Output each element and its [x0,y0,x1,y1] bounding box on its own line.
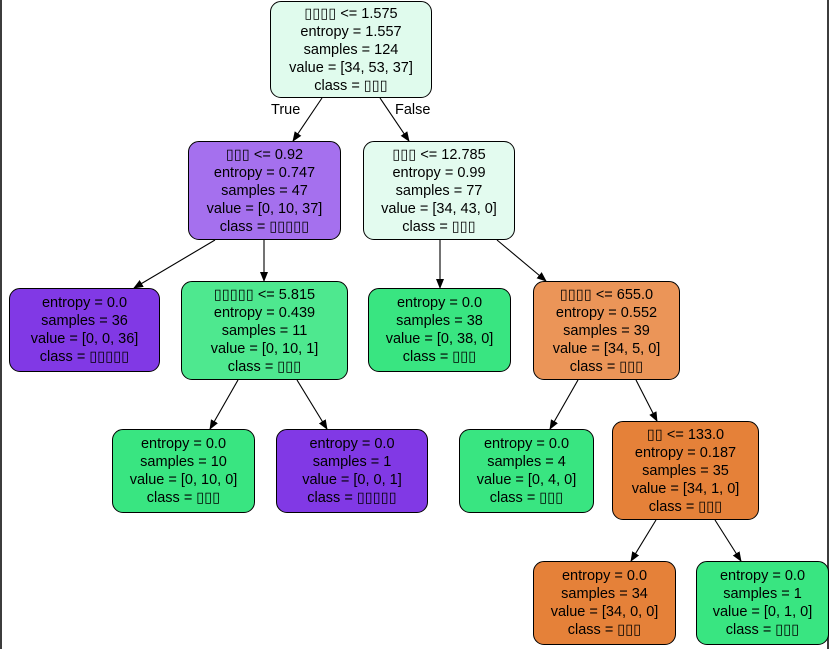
tree-node-4: ▯▯▯▯▯ <= 5.815 entropy = 0.439 samples =… [181,281,348,380]
node-samples: samples = 38 [396,313,483,329]
node-entropy: entropy = 0.0 [719,568,806,584]
node-samples: samples = 124 [303,41,399,58]
edge-n2-n6 [496,239,547,282]
node-entropy: entropy = 0.552 [555,304,658,321]
node-value: value = [0, 10, 0] [129,472,238,488]
node-value: value = [0, 0, 1] [302,472,402,488]
node-samples: samples = 11 [221,322,308,339]
node-value: value = [0, 10, 1] [210,340,319,357]
window-border-right [827,0,829,649]
node-class: class = ▯▯▯▯▯ [39,349,130,365]
node-samples: samples = 36 [41,313,128,329]
node-class: class = ▯▯▯ [648,498,723,515]
edge-label-false: False [395,102,431,118]
node-samples: samples = 1 [312,454,392,470]
edge-n0-n1 [292,97,323,142]
node-value: value = [34, 0, 0] [550,604,659,620]
edge-label-true: True [271,102,301,118]
node-class: class = ▯▯▯ [146,490,221,506]
node-entropy: entropy = 0.99 [392,164,486,181]
edge-n10-n11 [630,519,657,562]
node-value: value = [0, 4, 0] [476,472,577,488]
node-value: value = [0, 10, 37] [206,200,323,217]
tree-node-10: ▯▯ <= 133.0 entropy = 0.187 samples = 35… [612,421,759,520]
node-entropy: entropy = 0.439 [213,304,316,321]
node-class: class = ▯▯▯ [402,349,477,365]
node-samples: samples = 4 [487,454,566,470]
node-samples: samples = 39 [563,322,650,339]
edge-n0-n2 [379,97,410,142]
tree-leaf-8: entropy = 0.0 samples = 1 value = [0, 0,… [276,429,428,513]
node-entropy: entropy = 0.0 [41,295,128,311]
node-entropy: entropy = 0.0 [561,568,648,584]
window-border-left [0,0,2,649]
node-entropy: entropy = 0.747 [213,164,316,181]
node-entropy: entropy = 0.0 [396,295,483,311]
node-entropy: entropy = 1.557 [300,23,402,40]
node-samples: samples = 35 [642,462,729,479]
node-value: value = [0, 38, 0] [385,331,494,347]
tree-leaf-7: entropy = 0.0 samples = 10 value = [0, 1… [112,429,255,513]
tree-leaf-11: entropy = 0.0 samples = 34 value = [34, … [533,561,676,645]
node-split-condition: ▯▯▯ <= 0.92 [225,146,304,163]
node-class: class = ▯▯▯ [725,622,800,638]
node-split-condition: ▯▯▯▯ <= 655.0 [559,286,654,303]
node-class: class = ▯▯▯ [567,622,642,638]
node-samples: samples = 1 [723,586,802,602]
tree-leaf-12: entropy = 0.0 samples = 1 value = [0, 1,… [696,561,829,645]
node-class: class = ▯▯▯▯▯ [219,218,310,235]
node-value: value = [34, 1, 0] [631,480,740,497]
node-class: class = ▯▯▯▯▯ [307,490,397,506]
edge-n4-n7 [209,379,239,430]
node-value: value = [34, 53, 37] [289,59,413,76]
node-entropy: entropy = 0.0 [309,436,395,452]
node-value: value = [34, 43, 0] [381,200,497,217]
node-split-condition: ▯▯▯ <= 12.785 [392,146,486,163]
node-value: value = [0, 0, 36] [30,331,139,347]
tree-leaf-9: entropy = 0.0 samples = 4 value = [0, 4,… [459,429,594,513]
edge-n1-n3 [133,239,216,289]
edge-n6-n10 [635,379,658,422]
tree-node-2: ▯▯▯ <= 12.785 entropy = 0.99 samples = 7… [363,141,515,240]
node-class: class = ▯▯▯ [569,358,644,375]
node-class: class = ▯▯▯ [227,358,302,375]
node-entropy: entropy = 0.187 [634,444,737,461]
node-split-condition: ▯▯▯▯ <= 1.575 [304,5,398,22]
tree-node-1: ▯▯▯ <= 0.92 entropy = 0.747 samples = 47… [188,141,341,240]
node-class: class = ▯▯▯ [314,77,388,94]
tree-leaf-3: entropy = 0.0 samples = 36 value = [0, 0… [9,288,160,372]
tree-leaf-5: entropy = 0.0 samples = 38 value = [0, 3… [368,288,511,372]
node-value: value = [34, 5, 0] [552,340,661,357]
tree-node-root: ▯▯▯▯ <= 1.575 entropy = 1.557 samples = … [270,1,432,98]
node-samples: samples = 47 [221,182,308,199]
node-samples: samples = 10 [140,454,227,470]
node-samples: samples = 34 [561,586,648,602]
edge-n10-n12 [714,519,742,562]
node-split-condition: ▯▯ <= 133.0 [646,426,725,443]
node-class: class = ▯▯▯ [489,490,564,506]
node-entropy: entropy = 0.0 [483,436,570,452]
tree-node-6: ▯▯▯▯ <= 655.0 entropy = 0.552 samples = … [533,281,680,380]
node-entropy: entropy = 0.0 [140,436,227,452]
edge-n4-n8 [296,379,328,430]
node-value: value = [0, 1, 0] [712,604,813,620]
edge-n6-n9 [549,379,579,430]
node-split-condition: ▯▯▯▯▯ <= 5.815 [213,286,316,303]
node-class: class = ▯▯▯ [402,218,476,235]
node-samples: samples = 77 [395,182,483,199]
